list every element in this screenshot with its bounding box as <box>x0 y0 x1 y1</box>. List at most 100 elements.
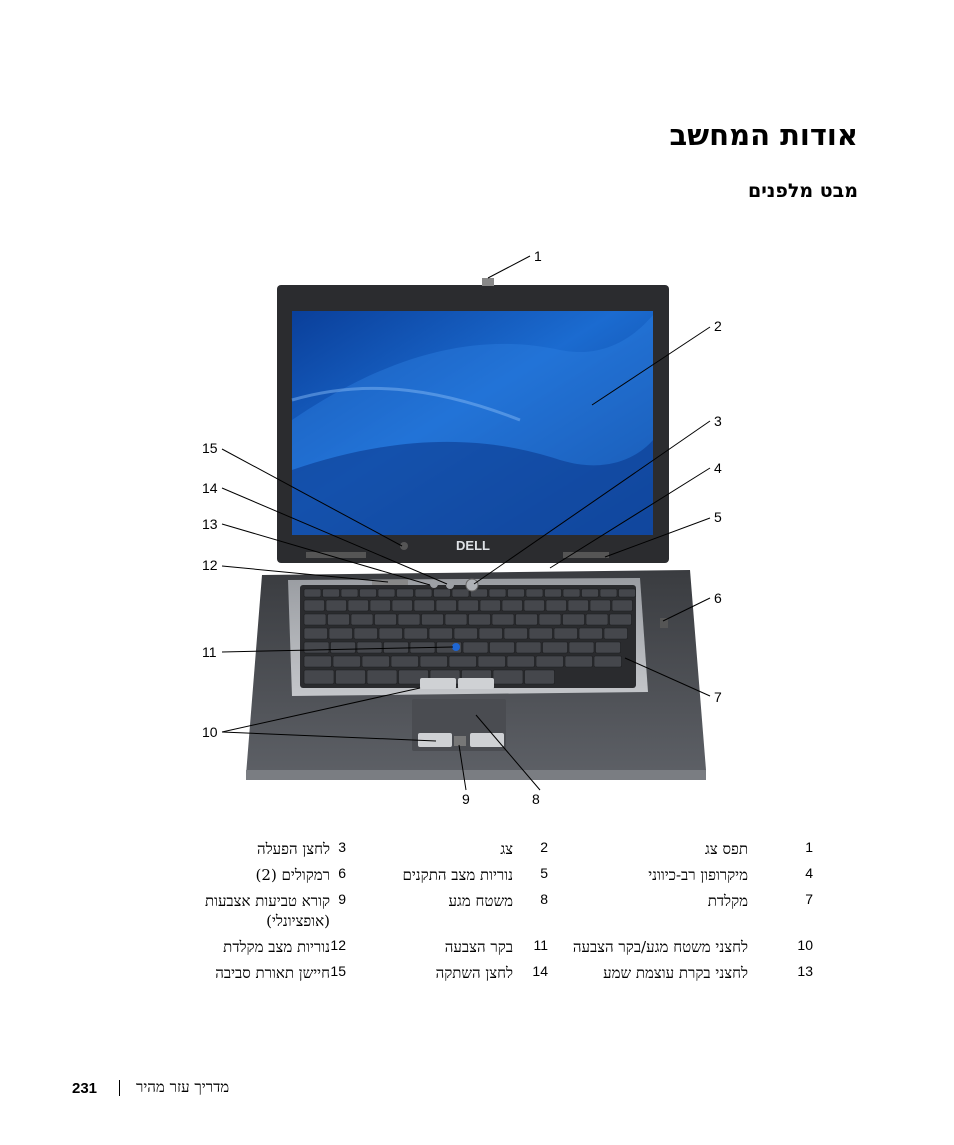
keyboard-key <box>374 613 397 626</box>
keyboard-key <box>414 588 433 598</box>
footer-separator <box>119 1080 120 1096</box>
keyboard-key <box>595 641 621 654</box>
keyboard-key <box>448 655 477 668</box>
keyboard-key <box>562 613 585 626</box>
fingerprint-reader <box>454 736 466 746</box>
keyboard-key <box>581 588 599 598</box>
keyboard-key <box>303 641 330 654</box>
keyboard-key <box>377 588 396 598</box>
speaker <box>660 618 668 628</box>
keyboard-key <box>303 613 327 626</box>
keyboard-key <box>478 627 503 640</box>
keyboard-key <box>568 641 595 654</box>
keyboard-key <box>585 613 609 626</box>
volume-buttons <box>430 580 438 588</box>
keyboard-key <box>524 669 555 685</box>
legend-description: תפס צג <box>704 840 748 858</box>
callout-15: 15 <box>202 440 218 456</box>
callout-13: 13 <box>202 516 218 532</box>
keyboard-status-lights <box>372 580 408 585</box>
keyboard-key <box>525 588 544 598</box>
keyboard-key <box>353 627 378 640</box>
callout-10: 10 <box>202 724 218 740</box>
keyboard-key <box>523 599 545 612</box>
keyboard-key <box>435 599 457 612</box>
callout-8: 8 <box>532 791 540 807</box>
keyboard-key <box>428 627 453 640</box>
power-button <box>465 578 479 592</box>
keyboard-key <box>488 588 507 598</box>
legend-number: 10 <box>797 937 813 953</box>
laptop-front-view-figure: DELL <box>202 249 722 807</box>
callout-9: 9 <box>462 791 470 807</box>
legend-number: 11 <box>533 937 548 953</box>
dell-logo: DELL <box>456 538 490 553</box>
keyboard-key <box>515 613 538 626</box>
keyboard-key <box>403 627 428 640</box>
legend-description: נוריות מצב מקלדת <box>223 938 330 956</box>
keyboard-key <box>507 588 525 598</box>
touchpad-button-right <box>470 733 504 747</box>
keyboard-key <box>303 669 335 685</box>
keyboard-key <box>396 588 414 598</box>
keyboard-key <box>599 588 618 598</box>
mute-button <box>446 581 454 589</box>
legend-number: 4 <box>805 865 813 881</box>
keyboard-key <box>553 627 578 640</box>
callout-5: 5 <box>714 509 722 525</box>
keyboard-key <box>451 588 470 598</box>
legend-number: 12 <box>330 937 346 953</box>
legend-description: צג <box>500 840 513 858</box>
keyboard-key <box>303 655 332 668</box>
track-stick-button-right <box>458 678 494 689</box>
device-status-lights <box>563 552 609 558</box>
legend-number: 1 <box>805 839 813 855</box>
keyboard-key <box>453 627 478 640</box>
legend-description: לחצן הפעלה <box>257 840 330 858</box>
keyboard-key <box>470 588 488 598</box>
legend-description: קורא טביעות אצבעות (אופציונלי) <box>204 892 330 930</box>
keyboard-key <box>335 669 366 685</box>
keyboard-key <box>390 655 419 668</box>
legend-description: לחצן השתקה <box>435 964 513 982</box>
legend-number: 14 <box>532 963 548 979</box>
keyboard-key <box>603 627 628 640</box>
keyboard-key <box>544 588 562 598</box>
callout-3: 3 <box>714 413 722 429</box>
legend-number: 8 <box>540 891 548 907</box>
keyboard-key <box>535 655 564 668</box>
keyboard-key <box>397 613 421 626</box>
callout-11: 11 <box>202 644 217 660</box>
keyboard-key <box>419 655 448 668</box>
keyboard-key <box>618 588 636 598</box>
legend-number: 9 <box>338 891 346 907</box>
legend-description: לחצני בקרת עוצמת שמע <box>603 964 748 982</box>
keyboard-key <box>564 655 593 668</box>
footer-title: מדריך עזר מהיר <box>136 1078 230 1096</box>
legend-description: חיישן תאורת סביבה <box>215 964 330 982</box>
legend-description: משטח מגע <box>448 892 513 910</box>
keyboard-key <box>609 613 632 626</box>
legend-number: 15 <box>330 963 346 979</box>
keyboard-key <box>515 641 542 654</box>
legend-number: 6 <box>338 865 346 881</box>
keyboard-key <box>477 655 506 668</box>
keyboard-key <box>489 641 515 654</box>
keyboard-key <box>383 641 409 654</box>
callout-lines <box>221 255 711 791</box>
keyboard-key <box>468 613 491 626</box>
keyboard-key <box>327 613 350 626</box>
keyboard-key <box>491 613 515 626</box>
keyboard-key <box>350 613 374 626</box>
legend-description: לחצני משטח מגע/בקר הצבעה <box>572 938 748 956</box>
keyboard-key <box>611 599 633 612</box>
keyboard-key <box>356 641 383 654</box>
keyboard-key <box>542 641 568 654</box>
keyboard-key <box>328 627 353 640</box>
keyboard-key <box>378 627 403 640</box>
callout-7: 7 <box>714 689 722 705</box>
keyboard-key <box>593 655 622 668</box>
legend-description: רמקולים (2) <box>255 866 330 884</box>
keyboard-key <box>361 655 390 668</box>
keyboard-key <box>528 627 553 640</box>
